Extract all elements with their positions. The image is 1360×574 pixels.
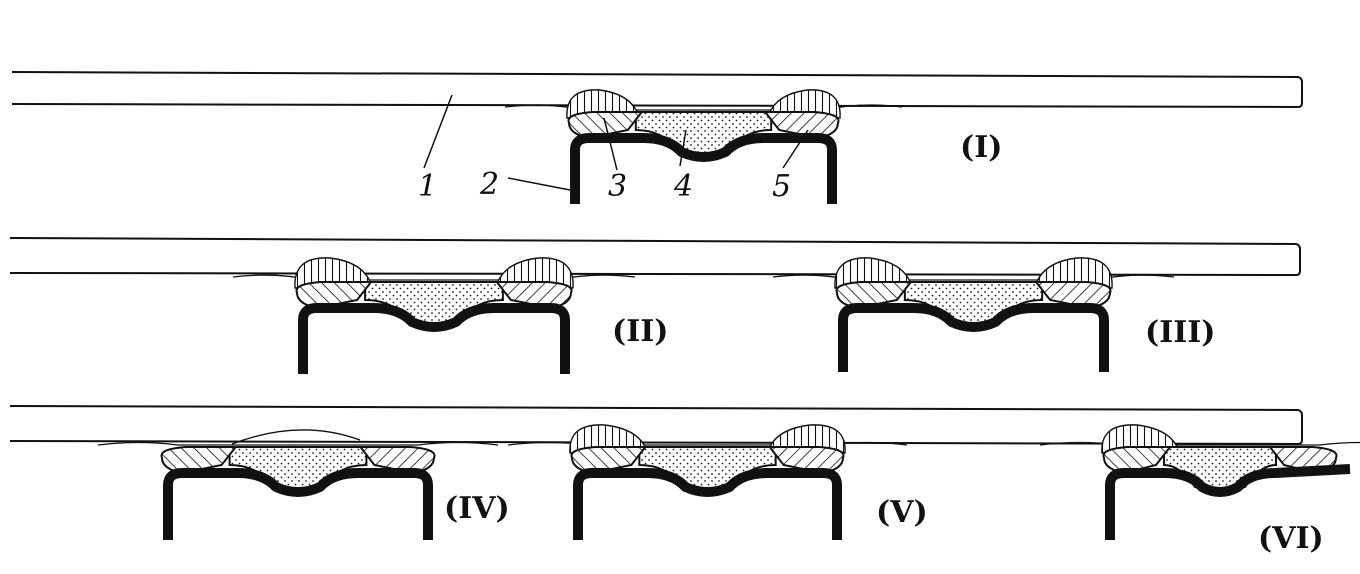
- spacer-pad-left: [160, 446, 238, 475]
- filler-pad-dotted: [634, 111, 773, 156]
- profile-frame: [163, 468, 433, 540]
- stage-label-IV: (IV): [444, 491, 510, 526]
- weld-bead-right: [1035, 257, 1113, 289]
- leader-lines: [423, 94, 809, 191]
- stage-VI-assembly: [1039, 424, 1360, 540]
- spacer-pad-left: [1102, 446, 1173, 475]
- stage-label-III: (III): [1145, 315, 1216, 350]
- filler-pad-dotted: [1163, 446, 1277, 491]
- profile-frame: [573, 468, 842, 540]
- weld-bead-left: [294, 257, 372, 289]
- part-label-4: 4: [673, 169, 693, 204]
- stage-II-assembly: [232, 257, 636, 374]
- row-1: [11, 71, 1303, 204]
- part-label-5: 5: [772, 169, 791, 204]
- stage-III-assembly: [772, 257, 1175, 372]
- weld-bead-right: [767, 424, 846, 454]
- row-2: [9, 237, 1301, 374]
- leader-4: [679, 129, 687, 167]
- spacer-pad-right: [494, 281, 573, 310]
- surface-deformation-line: [507, 441, 908, 446]
- weld-bead-left: [569, 424, 648, 454]
- filler-pad-dotted: [638, 446, 777, 491]
- filler-pad-dotted: [228, 446, 368, 491]
- surface-deformation-line: [232, 274, 636, 281]
- leader-1: [423, 94, 453, 169]
- part-label-1: 1: [418, 169, 437, 204]
- spacer-pad-left: [570, 446, 648, 475]
- leader-3: [603, 117, 618, 171]
- weld-bead-left: [1101, 424, 1180, 454]
- profile-frame: [838, 303, 1109, 372]
- spacer-pad-right: [767, 446, 845, 475]
- profile-frame: [298, 303, 570, 374]
- stage-V-assembly: [507, 424, 908, 540]
- leader-2: [507, 177, 571, 191]
- base-plate-row-3: [9, 405, 1303, 446]
- spacer-pad-right: [763, 111, 840, 140]
- part-labels: 1 2 3 4 5: [418, 167, 791, 204]
- weld-bead-right: [767, 89, 841, 119]
- profile-frame: [1105, 464, 1351, 540]
- spacer-pad-right: [1034, 281, 1112, 310]
- profile-frame: [570, 133, 837, 204]
- surface-deformation-line: [772, 274, 1175, 281]
- surface-deformation-line: [97, 441, 499, 446]
- spacer-pad-left: [295, 281, 374, 310]
- surface-deformation-line: [504, 104, 903, 111]
- weld-bead-left: [566, 89, 640, 119]
- stage-label-II: (II): [612, 314, 668, 349]
- leader-5: [782, 129, 809, 169]
- stage-label-I: (I): [960, 130, 1002, 165]
- stage-labels: (I) (II) (III) (IV) (V) (VI): [444, 130, 1324, 556]
- filler-pad-dotted: [364, 281, 504, 326]
- surface-deformation-line: [1039, 441, 1360, 446]
- part-label-2: 2: [479, 167, 499, 202]
- stage-label-VI: (VI): [1258, 521, 1324, 556]
- stage-label-V: (V): [876, 495, 928, 530]
- spacer-pad-right: [358, 446, 436, 475]
- weld-bead-right: [496, 257, 574, 289]
- part-label-3: 3: [608, 169, 627, 204]
- base-plate-row-1: [11, 71, 1303, 109]
- spacer-pad-left: [835, 281, 913, 310]
- filler-pad-dotted: [903, 281, 1044, 326]
- weld-bead-left: [834, 257, 912, 289]
- stage-IV-assembly: [97, 429, 499, 540]
- row-3: [9, 405, 1360, 540]
- stage-I-assembly: [504, 89, 903, 204]
- stage-IV-hump: [231, 429, 361, 445]
